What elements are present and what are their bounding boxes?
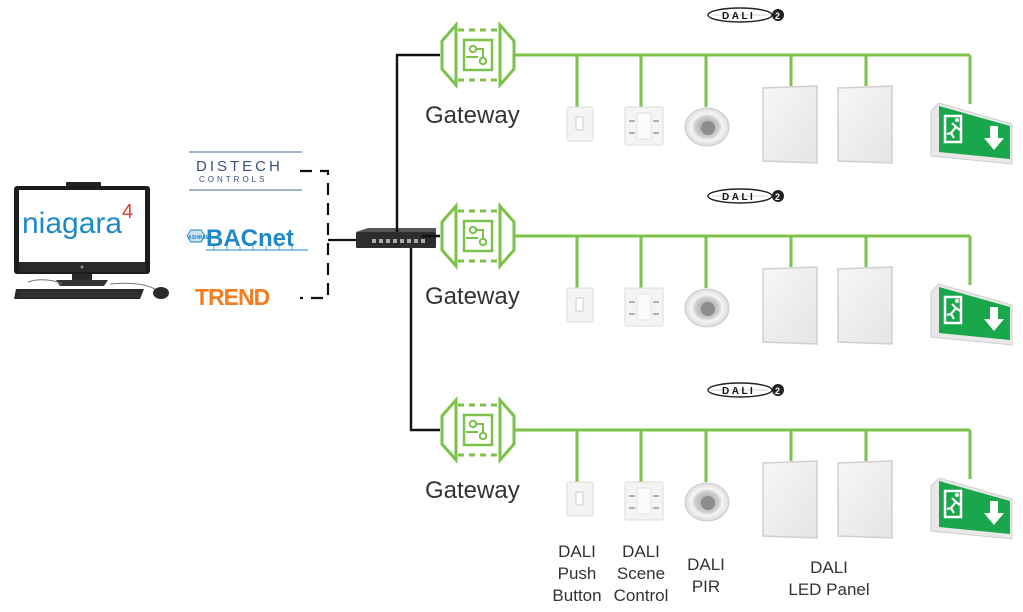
gateway-label: Gateway — [425, 477, 520, 504]
protocol-distech-logo: DISTECH CONTROLS — [189, 151, 302, 191]
bacnet-text: BACnet — [206, 225, 294, 252]
device-led-panel[interactable] — [762, 430, 818, 539]
led-panel-icon — [837, 85, 893, 164]
dali2-logo: DALI 2 — [707, 382, 784, 398]
gateway-label: Gateway — [425, 102, 520, 129]
niagara-version-mark: 4 — [122, 201, 133, 223]
gateway-icon[interactable] — [440, 202, 516, 270]
device-push-button[interactable] — [566, 430, 594, 517]
niagara-logo: niagara — [22, 207, 122, 240]
device-label-push-button: DALI — [558, 542, 596, 561]
device-scene-control[interactable] — [624, 55, 664, 146]
dali2-logo: DALI 2 — [707, 188, 784, 204]
device-pir[interactable] — [684, 430, 730, 522]
protocol-bacnet-logo: ASHRAE BACnet — [186, 225, 308, 252]
gateway-icon[interactable] — [440, 21, 516, 89]
gateway-row: Gateway DALI 2 — [425, 188, 1013, 346]
device-pir[interactable] — [684, 55, 730, 147]
device-label-pir: PIR — [692, 577, 720, 596]
distech-line1: DISTECH — [196, 158, 283, 175]
protocol-dashed-links — [300, 169, 356, 300]
device-label-scene-control: Control — [614, 586, 669, 605]
device-push-button[interactable] — [566, 55, 594, 142]
device-label-pir: DALI — [687, 555, 725, 574]
device-label-push-button: Button — [552, 586, 601, 605]
device-label-led-panel: DALI — [810, 558, 848, 577]
device-led-panel[interactable] — [837, 55, 893, 164]
gateway-row: Gateway DALI 2 — [425, 7, 1013, 165]
device-exit-sign[interactable] — [930, 430, 1013, 540]
supervisor-computer: niagara 4 — [14, 182, 169, 299]
device-scene-control[interactable] — [624, 236, 664, 327]
device-push-button[interactable] — [566, 236, 594, 323]
desktop-computer-icon — [14, 182, 169, 299]
ashrae-badge: ASHRAE — [188, 235, 210, 241]
device-led-panel[interactable] — [762, 236, 818, 345]
svg-text:2: 2 — [775, 192, 780, 202]
distech-line2: CONTROLS — [199, 175, 267, 184]
device-label-scene-control: DALI — [622, 542, 660, 561]
led-panel-icon — [837, 460, 893, 539]
device-exit-sign[interactable] — [930, 236, 1013, 346]
device-label-push-button: Push — [558, 564, 597, 583]
ethernet-links — [395, 53, 440, 432]
svg-text:2: 2 — [775, 386, 780, 396]
device-led-panel[interactable] — [762, 55, 818, 164]
led-panel-icon — [762, 266, 818, 345]
led-panel-icon — [762, 460, 818, 539]
gateway-icon[interactable] — [440, 396, 516, 464]
device-led-panel[interactable] — [837, 236, 893, 345]
svg-text:DALI: DALI — [722, 386, 755, 397]
led-panel-icon — [837, 266, 893, 345]
gateway-label: Gateway — [425, 283, 520, 310]
protocol-trend-logo: TREND — [195, 284, 271, 310]
device-pir[interactable] — [684, 236, 730, 328]
device-label-scene-control: Scene — [617, 564, 665, 583]
device-scene-control[interactable] — [624, 430, 664, 521]
device-led-panel[interactable] — [837, 430, 893, 539]
svg-text:2: 2 — [775, 11, 780, 21]
device-label-led-panel: LED Panel — [788, 580, 869, 599]
dali2-logo: DALI 2 — [707, 7, 784, 23]
svg-text:DALI: DALI — [722, 192, 755, 203]
svg-text:DALI: DALI — [722, 11, 755, 22]
device-exit-sign[interactable] — [930, 55, 1013, 165]
gateway-row: Gateway DALI 2 — [425, 382, 1013, 540]
led-panel-icon — [762, 85, 818, 164]
trend-text: TREND — [195, 284, 270, 310]
